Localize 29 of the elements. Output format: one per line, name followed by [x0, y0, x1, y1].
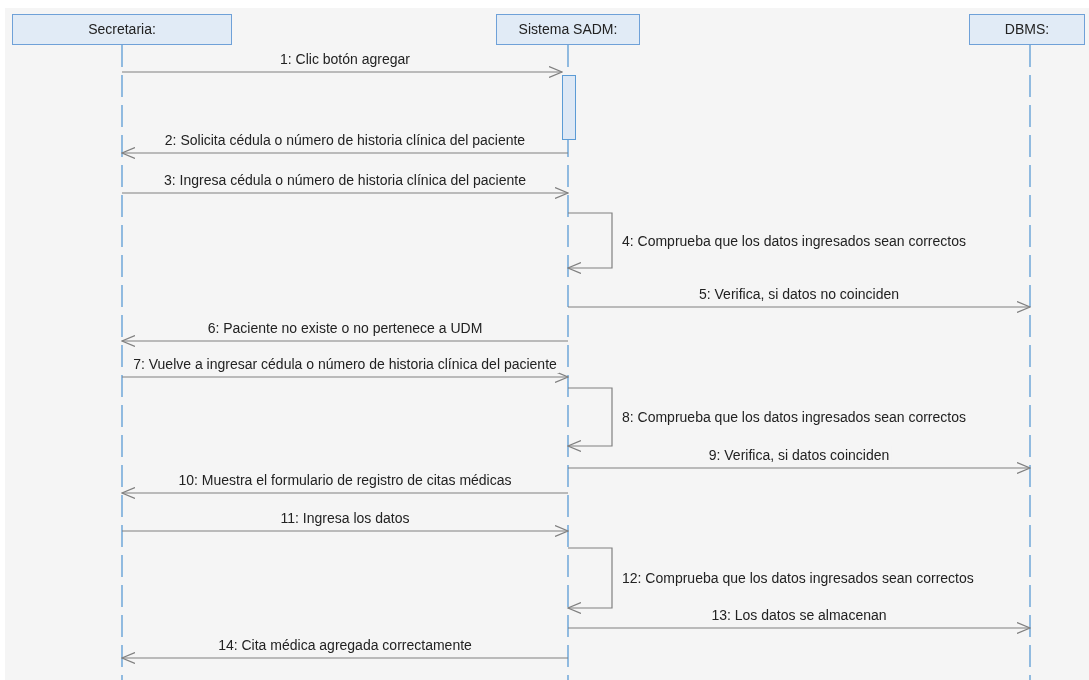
- message-arrow: [121, 651, 569, 665]
- message-arrow: [567, 387, 613, 453]
- message-label: 12: Comprueba que los datos ingresados sean correctos: [620, 569, 976, 587]
- participant-header: Sistema SADM:: [496, 14, 640, 45]
- message-label: 3: Ingresa cédula o número de historia clínica del paciente: [162, 171, 528, 189]
- message-arrow: [567, 547, 613, 615]
- participant-header: DBMS:: [969, 14, 1085, 45]
- message-label: 1: Clic botón agregar: [278, 50, 412, 68]
- message-arrow: [121, 334, 569, 348]
- message-label: 7: Vuelve a ingresar cédula o número de historia clínica del paciente: [131, 355, 559, 373]
- message-arrow: [121, 146, 569, 160]
- message-label: 11: Ingresa los datos: [278, 509, 412, 527]
- message-arrow: [567, 461, 1031, 475]
- message-arrow: [121, 370, 569, 384]
- message-arrow: [121, 524, 569, 538]
- message-arrow: [567, 212, 613, 275]
- message-arrow: [121, 486, 569, 500]
- message-label: 8: Comprueba que los datos ingresados sean correctos: [620, 408, 968, 426]
- message-label: 2: Solicita cédula o número de historia clínica del paciente: [162, 131, 528, 149]
- message-label: 5: Verifica, si datos no coinciden: [697, 285, 901, 303]
- message-arrow: [567, 621, 1031, 635]
- message-label: 14: Cita médica agregada correctamente: [216, 636, 474, 654]
- message-label: 10: Muestra el formulario de registro de citas médicas: [176, 471, 514, 489]
- message-label: 6: Paciente no existe o no pertenece a UDM: [205, 319, 485, 337]
- message-arrow: [567, 300, 1031, 314]
- message-arrow: [121, 65, 563, 79]
- message-label: 9: Verifica, si datos coinciden: [706, 446, 892, 464]
- participant-header: Secretaria:: [12, 14, 232, 45]
- message-arrow: [121, 186, 569, 200]
